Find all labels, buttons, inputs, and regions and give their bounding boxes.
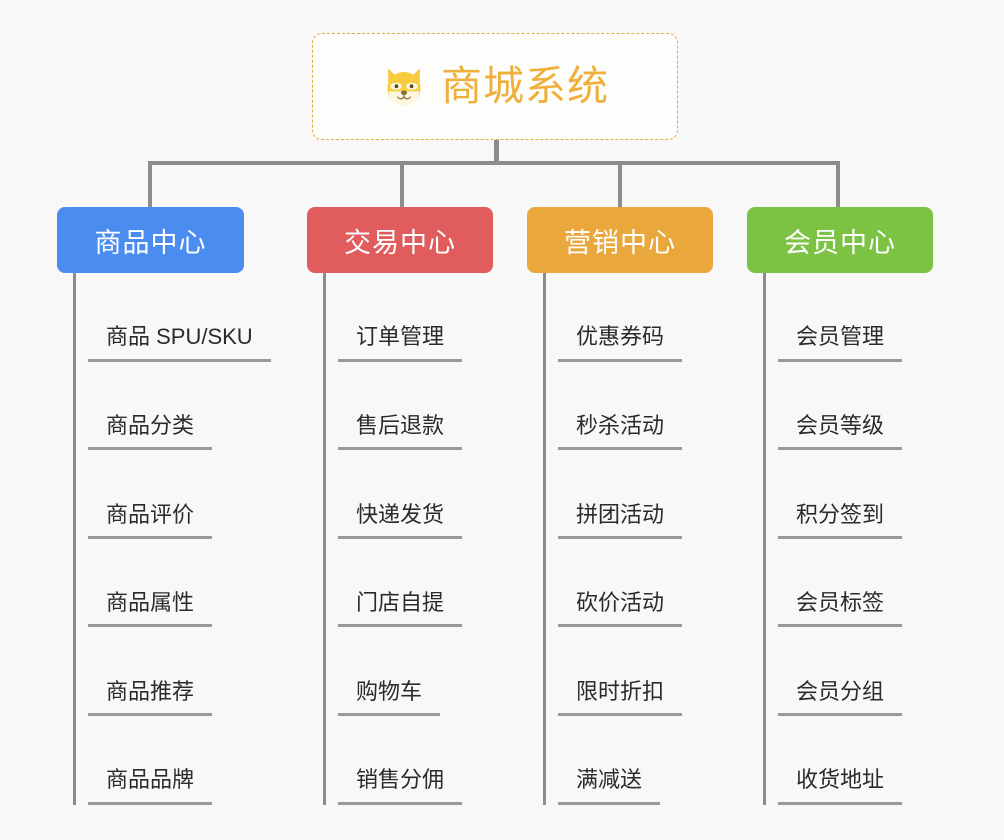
branch-trade-center: 交易中心 订单管理 售后退款 快递发货 门店自提 购物车 销售分佣 — [307, 207, 493, 805]
item-label: 快递发货 — [338, 502, 463, 539]
connector-drop-2 — [400, 161, 404, 208]
connector-drop-1 — [148, 161, 152, 208]
list-item[interactable]: 拼团活动 — [546, 450, 713, 539]
list-item[interactable]: 优惠券码 — [546, 273, 713, 362]
list-item[interactable]: 订单管理 — [326, 273, 493, 362]
item-label: 限时折扣 — [558, 679, 683, 716]
item-label: 商品品牌 — [88, 768, 213, 805]
item-label: 商品评价 — [88, 502, 213, 539]
list-item[interactable]: 门店自提 — [326, 539, 493, 628]
connector-drop-3 — [618, 161, 622, 208]
item-list-product-center: 商品 SPU/SKU 商品分类 商品评价 商品属性 商品推荐 商品品牌 — [73, 273, 271, 805]
branch-product-center: 商品中心 商品 SPU/SKU 商品分类 商品评价 商品属性 商品推荐 商品品牌 — [57, 207, 271, 805]
list-item[interactable]: 砍价活动 — [546, 539, 713, 628]
list-item[interactable]: 会员等级 — [766, 362, 933, 451]
item-label: 会员管理 — [778, 325, 903, 362]
list-item[interactable]: 商品品牌 — [76, 716, 271, 805]
item-label: 会员等级 — [778, 413, 903, 451]
list-item[interactable]: 商品属性 — [76, 539, 271, 628]
item-label: 销售分佣 — [338, 768, 463, 805]
list-item[interactable]: 会员标签 — [766, 539, 933, 628]
category-header-member-center[interactable]: 会员中心 — [747, 207, 933, 273]
item-label: 会员标签 — [778, 591, 903, 628]
list-item[interactable]: 积分签到 — [766, 450, 933, 539]
category-header-trade-center[interactable]: 交易中心 — [307, 207, 493, 273]
list-item[interactable]: 商品 SPU/SKU — [76, 273, 271, 362]
item-label: 拼团活动 — [558, 502, 683, 539]
item-label: 会员分组 — [778, 679, 903, 716]
item-label: 积分签到 — [778, 502, 903, 539]
list-item[interactable]: 销售分佣 — [326, 716, 493, 805]
list-item[interactable]: 收货地址 — [766, 716, 933, 805]
item-label: 订单管理 — [338, 325, 463, 362]
list-item[interactable]: 快递发货 — [326, 450, 493, 539]
item-label: 购物车 — [338, 679, 441, 716]
item-label: 满减送 — [558, 768, 661, 805]
item-label: 砍价活动 — [558, 591, 683, 628]
category-label: 商品中心 — [94, 227, 207, 258]
item-list-trade-center: 订单管理 售后退款 快递发货 门店自提 购物车 销售分佣 — [323, 273, 493, 805]
item-list-marketing-center: 优惠券码 秒杀活动 拼团活动 砍价活动 限时折扣 满减送 — [543, 273, 713, 805]
list-item[interactable]: 会员分组 — [766, 627, 933, 716]
category-label: 营销中心 — [564, 227, 676, 258]
list-item[interactable]: 购物车 — [326, 627, 493, 716]
item-label: 售后退款 — [338, 413, 463, 451]
item-label: 商品 SPU/SKU — [88, 325, 271, 362]
item-label: 优惠券码 — [558, 325, 683, 362]
list-item[interactable]: 售后退款 — [326, 362, 493, 451]
item-list-member-center: 会员管理 会员等级 积分签到 会员标签 会员分组 收货地址 — [763, 273, 933, 805]
list-item[interactable]: 商品分类 — [76, 362, 271, 451]
root-node[interactable]: 商城系统 — [312, 33, 678, 140]
list-item[interactable]: 会员管理 — [766, 273, 933, 362]
item-label: 商品属性 — [88, 591, 213, 628]
category-header-product-center[interactable]: 商品中心 — [57, 207, 244, 273]
item-label: 收货地址 — [778, 768, 903, 805]
connector-drop-4 — [836, 161, 840, 208]
item-label: 门店自提 — [338, 591, 463, 628]
connector-stem — [494, 140, 499, 165]
category-label: 交易中心 — [344, 227, 456, 258]
shiba-dog-face-icon — [387, 67, 421, 106]
item-label: 秒杀活动 — [558, 413, 683, 451]
category-header-marketing-center[interactable]: 营销中心 — [527, 207, 713, 273]
list-item[interactable]: 满减送 — [546, 716, 713, 805]
list-item[interactable]: 秒杀活动 — [546, 362, 713, 451]
category-label: 会员中心 — [784, 227, 896, 258]
root-title: 商城系统 — [441, 63, 609, 109]
list-item[interactable]: 商品评价 — [76, 450, 271, 539]
list-item[interactable]: 限时折扣 — [546, 627, 713, 716]
connector-bus — [148, 161, 840, 165]
branch-member-center: 会员中心 会员管理 会员等级 积分签到 会员标签 会员分组 收货地址 — [747, 207, 933, 805]
item-label: 商品推荐 — [88, 679, 213, 716]
list-item[interactable]: 商品推荐 — [76, 627, 271, 716]
branch-marketing-center: 营销中心 优惠券码 秒杀活动 拼团活动 砍价活动 限时折扣 满减送 — [527, 207, 713, 805]
item-label: 商品分类 — [88, 413, 213, 451]
